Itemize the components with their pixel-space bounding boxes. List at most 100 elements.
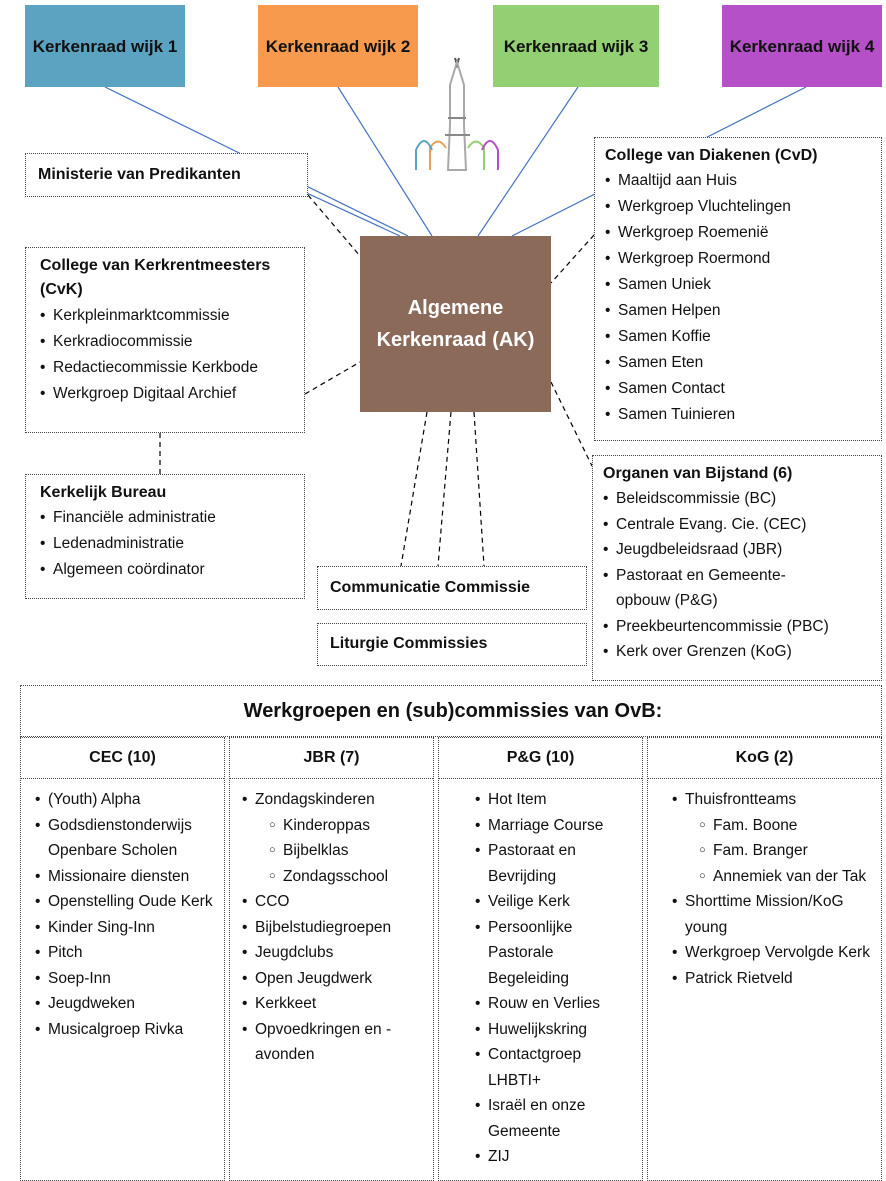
liturgie-commissies: Liturgie Commissies bbox=[317, 623, 587, 666]
organen-van-bijstand: Organen van Bijstand (6) Beleidscommissi… bbox=[592, 455, 882, 681]
cvd-list: Maaltijd aan Huis Werkgroep Vluchtelinge… bbox=[605, 168, 873, 428]
list-item-label: Zondagskinderen bbox=[255, 791, 375, 808]
list-item-label: Bijbelstudiegroepen bbox=[255, 918, 392, 936]
list-item: Pastoraat en Gemeente-opbouw (P&G) bbox=[603, 563, 816, 614]
list-item-label: Godsdienstonderwijs Openbare Scholen bbox=[48, 816, 192, 860]
list-item: Pitch bbox=[35, 940, 218, 966]
list-item: ZondagskinderenKinderoppasBijbelklasZond… bbox=[242, 787, 427, 889]
list-item: Openstelling Oude Kerk bbox=[35, 889, 218, 915]
list-item-label: Pastoraat en Bevrijding bbox=[488, 842, 576, 885]
list-item: Werkgroep Vervolgde Kerk bbox=[672, 940, 875, 966]
kerkenraad-wijk-2: Kerkenraad wijk 2 bbox=[258, 5, 418, 87]
list-item-label: Shorttime Mission/KoG young bbox=[685, 893, 844, 936]
sub-list-item: Kinderoppas bbox=[269, 813, 427, 839]
list-item-label: Marriage Course bbox=[488, 816, 604, 834]
list-item: ZIJ bbox=[475, 1144, 636, 1170]
list-item-label: Hot Item bbox=[488, 791, 547, 808]
list-item: Samen Koffie bbox=[605, 324, 873, 350]
list-item-label: Pitch bbox=[48, 944, 83, 961]
jbr-list: ZondagskinderenKinderoppasBijbelklasZond… bbox=[230, 779, 433, 1068]
column-head: KoG (2) bbox=[648, 738, 881, 779]
list-item-label: Veilige Kerk bbox=[488, 893, 570, 910]
sub-list: Fam. BooneFam. BrangerAnnemiek van der T… bbox=[685, 813, 875, 890]
list-item: Werkgroep Vluchtelingen bbox=[605, 194, 873, 220]
column-kog: KoG (2) ThuisfrontteamsFam. BooneFam. Br… bbox=[647, 737, 882, 1181]
algemene-kerkenraad: Algemene Kerkenraad (AK) bbox=[360, 236, 551, 412]
list-item: Shorttime Mission/KoG young bbox=[672, 889, 875, 940]
column-jbr: JBR (7) ZondagskinderenKinderoppasBijbel… bbox=[229, 737, 434, 1181]
list-item-label: Missionaire diensten bbox=[48, 867, 190, 885]
cvk-list: Kerkpleinmarktcommissie Kerkradiocommiss… bbox=[40, 303, 296, 407]
list-item: Kerkradiocommissie bbox=[40, 329, 296, 355]
list-item: Ledenadministratie bbox=[40, 531, 296, 557]
list-item-label: Jeugdweken bbox=[48, 995, 136, 1012]
kerkenraad-wijk-1: Kerkenraad wijk 1 bbox=[25, 5, 185, 87]
list-item: Kinder Sing-Inn bbox=[35, 915, 218, 941]
list-item: Israël en onze Gemeente bbox=[475, 1093, 636, 1144]
list-item: Jeugdclubs bbox=[242, 940, 427, 966]
list-item-label: Persoonlijke Pastorale Begeleiding bbox=[488, 918, 573, 987]
list-item: Marriage Course bbox=[475, 813, 636, 839]
list-item-label: Werkgroep Vervolgde Kerk bbox=[685, 944, 870, 961]
list-item-label: Soep-Inn bbox=[48, 969, 111, 987]
list-item: Samen Contact bbox=[605, 376, 873, 402]
list-item-label: Kerkkeet bbox=[255, 995, 317, 1012]
list-item: Kerkpleinmarktcommissie bbox=[40, 303, 296, 329]
church-icon bbox=[415, 57, 499, 171]
list-item-label: Openstelling Oude Kerk bbox=[48, 893, 213, 910]
list-item: Open Jeugdwerk bbox=[242, 966, 427, 992]
list-item-label: Contactgroep LHBTI+ bbox=[488, 1046, 582, 1089]
kerkenraad-wijk-3: Kerkenraad wijk 3 bbox=[493, 5, 659, 87]
kerkenraad-wijk-4: Kerkenraad wijk 4 bbox=[722, 5, 882, 87]
ministerie-van-predikanten: Ministerie van Predikanten bbox=[25, 153, 308, 197]
list-item: Samen Uniek bbox=[605, 272, 873, 298]
list-item-label: Patrick Rietveld bbox=[685, 969, 793, 987]
list-item: Contactgroep LHBTI+ bbox=[475, 1042, 636, 1093]
list-item-label: Huwelijkskring bbox=[488, 1020, 588, 1038]
column-head: JBR (7) bbox=[230, 738, 433, 779]
list-item: Beleidscommissie (BC) bbox=[603, 486, 873, 512]
sub-list-item: Fam. Boone bbox=[699, 813, 875, 839]
list-item: Opvoedkringen en -avonden bbox=[242, 1017, 427, 1068]
list-item: Werkgroep Digitaal Archief bbox=[40, 381, 296, 407]
bureau-title: Kerkelijk Bureau bbox=[40, 484, 167, 501]
ovb-list: Beleidscommissie (BC) Centrale Evang. Ci… bbox=[603, 486, 873, 665]
list-item-label: Thuisfrontteams bbox=[685, 791, 797, 808]
list-item: Rouw en Verlies bbox=[475, 991, 636, 1017]
list-item: Jeugdweken bbox=[35, 991, 218, 1017]
list-item: ThuisfrontteamsFam. BooneFam. BrangerAnn… bbox=[672, 787, 875, 889]
list-item: Werkgroep Roemenië bbox=[605, 220, 873, 246]
list-item-label: Israël en onze Gemeente bbox=[488, 1097, 586, 1140]
sub-list: KinderoppasBijbelklasZondagsschool bbox=[255, 813, 427, 890]
list-item: Samen Tuinieren bbox=[605, 402, 873, 428]
list-item: Maaltijd aan Huis bbox=[605, 168, 873, 194]
college-van-diakenen: College van Diakenen (CvD) Maaltijd aan … bbox=[594, 137, 882, 441]
werkgroepen-title: Werkgroepen en (sub)commissies van OvB: bbox=[20, 685, 882, 737]
ovb-title: Organen van Bijstand (6) bbox=[603, 465, 793, 482]
list-item: Bijbelstudiegroepen bbox=[242, 915, 427, 941]
list-item-label: CCO bbox=[255, 893, 290, 910]
list-item: Preekbeurtencommissie (PBC) bbox=[603, 614, 873, 640]
list-item: Samen Eten bbox=[605, 350, 873, 376]
list-item-label: (Youth) Alpha bbox=[48, 791, 141, 808]
list-item: Patrick Rietveld bbox=[672, 966, 875, 992]
list-item-label: Kinder Sing-Inn bbox=[48, 918, 155, 936]
sub-list-item: Annemiek van der Tak bbox=[699, 864, 875, 890]
column-head: CEC (10) bbox=[21, 738, 224, 779]
list-item: Kerkkeet bbox=[242, 991, 427, 1017]
list-item: Huwelijkskring bbox=[475, 1017, 636, 1043]
list-item: Veilige Kerk bbox=[475, 889, 636, 915]
list-item: Godsdienstonderwijs Openbare Scholen bbox=[35, 813, 218, 864]
bureau-list: Financiële administratie Ledenadministra… bbox=[40, 505, 296, 583]
list-item: Jeugdbeleidsraad (JBR) bbox=[603, 537, 873, 563]
list-item: Werkgroep Roermond bbox=[605, 246, 873, 272]
list-item: Financiële administratie bbox=[40, 505, 296, 531]
sub-list-item: Bijbelklas bbox=[269, 838, 427, 864]
list-item: Algemeen coördinator bbox=[40, 557, 296, 583]
list-item: CCO bbox=[242, 889, 427, 915]
list-item-label: ZIJ bbox=[488, 1148, 510, 1165]
list-item: (Youth) Alpha bbox=[35, 787, 218, 813]
cvd-title: College van Diakenen (CvD) bbox=[605, 147, 818, 164]
list-item: Centrale Evang. Cie. (CEC) bbox=[603, 512, 873, 538]
